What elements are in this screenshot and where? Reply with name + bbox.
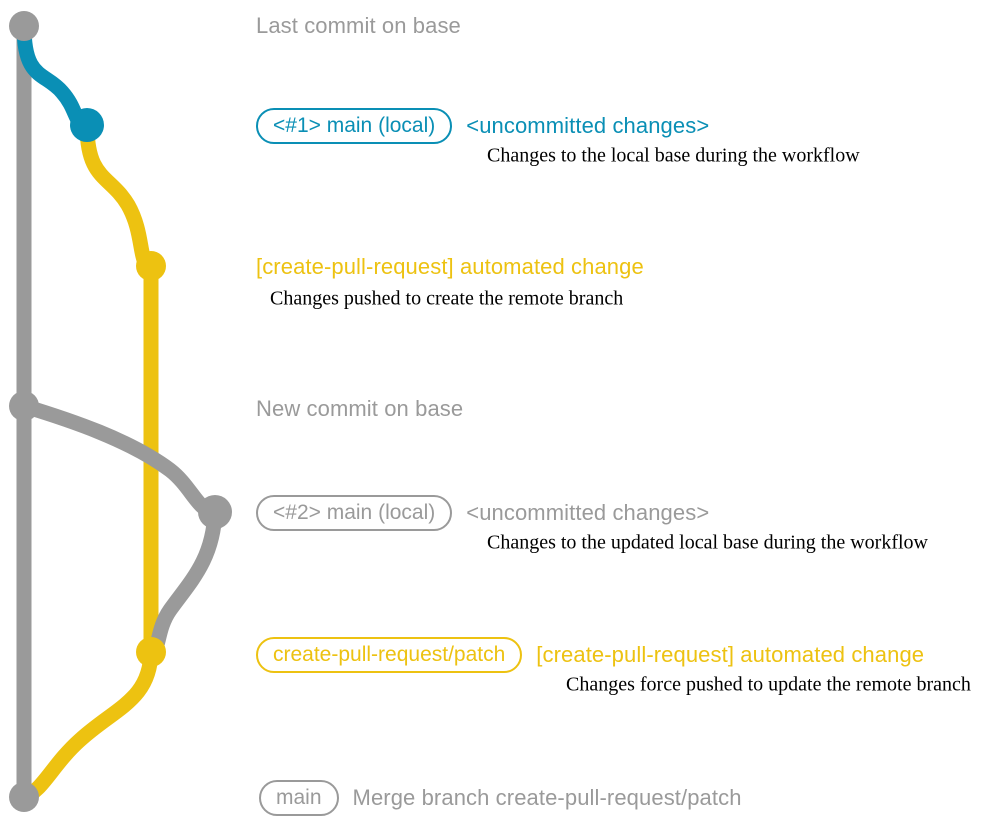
edge-local2-to-remote2 (143, 504, 223, 660)
commit-node-local-1[interactable] (70, 108, 104, 142)
row-remote-automated-change-2: create-pull-request/patch [create-pull-r… (256, 637, 924, 673)
edge-local1-to-remote1 (79, 117, 159, 274)
commit-node-base-new[interactable] (9, 391, 39, 421)
commit-description-local-2: Changes to the updated local base during… (487, 531, 928, 554)
commit-subject-uncommitted-1: <uncommitted changes> (466, 113, 710, 138)
commit-node-remote-2[interactable] (136, 637, 166, 667)
row-local-uncommitted-2: <#2> main (local) <uncommitted changes> (256, 495, 709, 531)
row-merge-main: main Merge branch create-pull-request/pa… (259, 780, 742, 816)
commit-subject-automated-change-2: [create-pull-request] automated change (536, 642, 925, 667)
commit-subject-new-commit-on-base: New commit on base (256, 396, 464, 421)
ref-badge-main-local-2[interactable]: <#2> main (local) (256, 495, 453, 531)
commit-subject-automated-change-1: [create-pull-request] automated change (256, 254, 644, 279)
commit-subject-merge-branch: Merge branch create-pull-request/patch (352, 785, 742, 810)
edge-basenew-to-local2 (16, 398, 223, 520)
row-local-uncommitted-1: <#1> main (local) <uncommitted changes> (256, 108, 709, 144)
ref-badge-main[interactable]: main (259, 780, 339, 816)
edge-remote2-to-merge (16, 644, 159, 805)
ref-badge-main-local-1[interactable]: <#1> main (local) (256, 108, 453, 144)
commit-description-remote-2: Changes force pushed to update the remot… (566, 673, 971, 696)
edge-base-to-local1 (16, 18, 95, 133)
row-last-commit-on-base: Last commit on base (256, 13, 461, 39)
commit-node-base-last[interactable] (9, 11, 39, 41)
ref-badge-create-pull-request-patch[interactable]: create-pull-request/patch (256, 637, 523, 673)
commit-node-local-2[interactable] (198, 495, 232, 529)
row-new-commit-on-base: New commit on base (256, 396, 463, 422)
commit-subject-uncommitted-2: <uncommitted changes> (466, 500, 710, 525)
commit-node-merge-main[interactable] (9, 782, 39, 812)
commit-node-remote-1[interactable] (136, 251, 166, 281)
commit-description-local-1: Changes to the local base during the wor… (487, 144, 860, 167)
commit-description-remote-1: Changes pushed to create the remote bran… (270, 287, 624, 310)
row-remote-automated-change-1: [create-pull-request] automated change (256, 254, 644, 280)
commit-subject-last-commit-on-base: Last commit on base (256, 13, 461, 38)
